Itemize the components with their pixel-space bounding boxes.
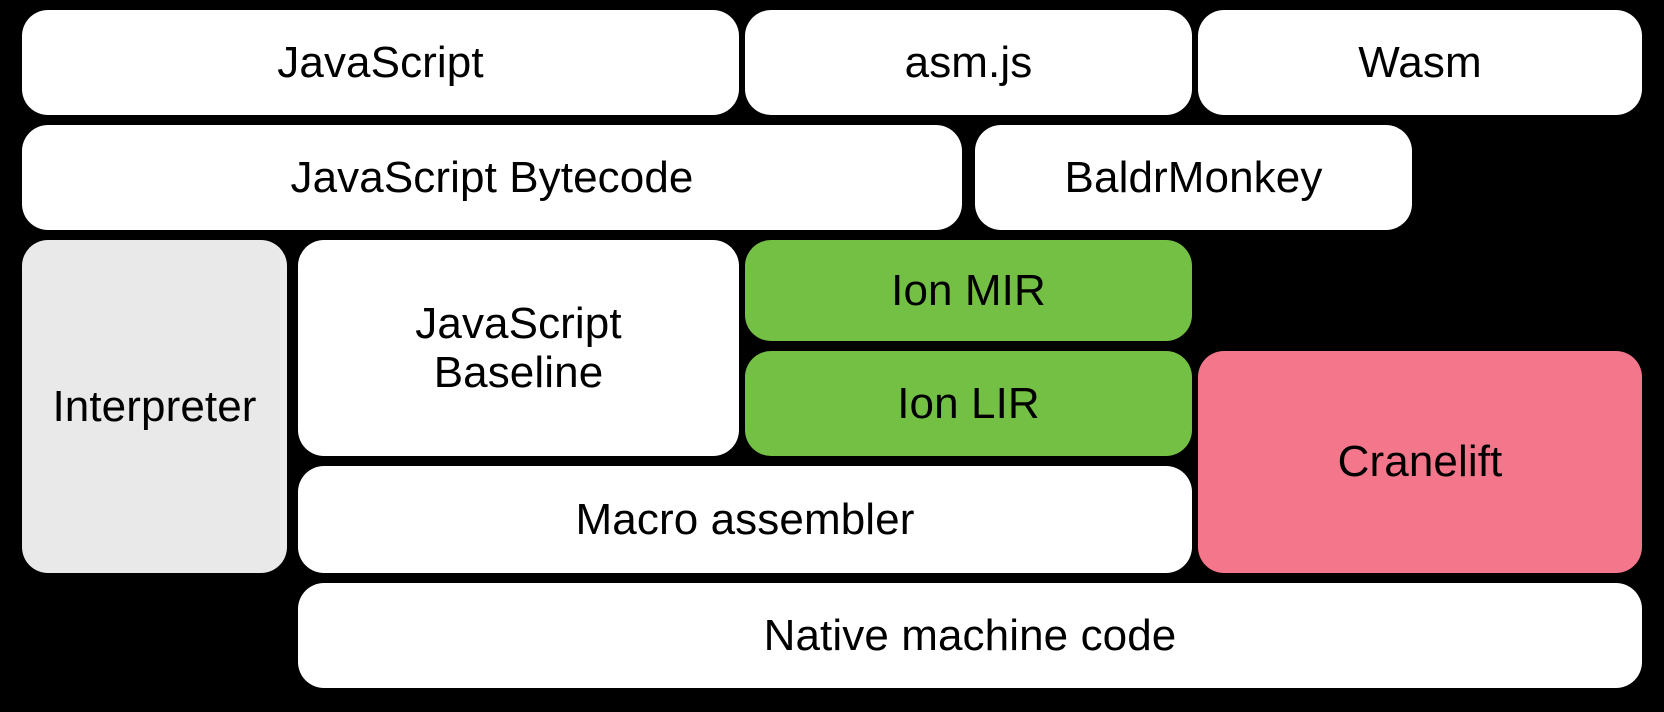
- block-cranelift: Cranelift: [1198, 351, 1642, 573]
- block-ion-lir: Ion LIR: [745, 351, 1192, 456]
- block-macro-assembler: Macro assembler: [298, 466, 1192, 573]
- block-javascript-baseline: JavaScript Baseline: [298, 240, 739, 456]
- block-ion-mir: Ion MIR: [745, 240, 1192, 341]
- block-interpreter: Interpreter: [22, 240, 287, 573]
- block-asm-js: asm.js: [745, 10, 1192, 115]
- block-javascript: JavaScript: [22, 10, 739, 115]
- block-native-machine-code: Native machine code: [298, 583, 1642, 688]
- block-baldrmonkey: BaldrMonkey: [975, 125, 1412, 230]
- block-wasm: Wasm: [1198, 10, 1642, 115]
- block-javascript-bytecode: JavaScript Bytecode: [22, 125, 962, 230]
